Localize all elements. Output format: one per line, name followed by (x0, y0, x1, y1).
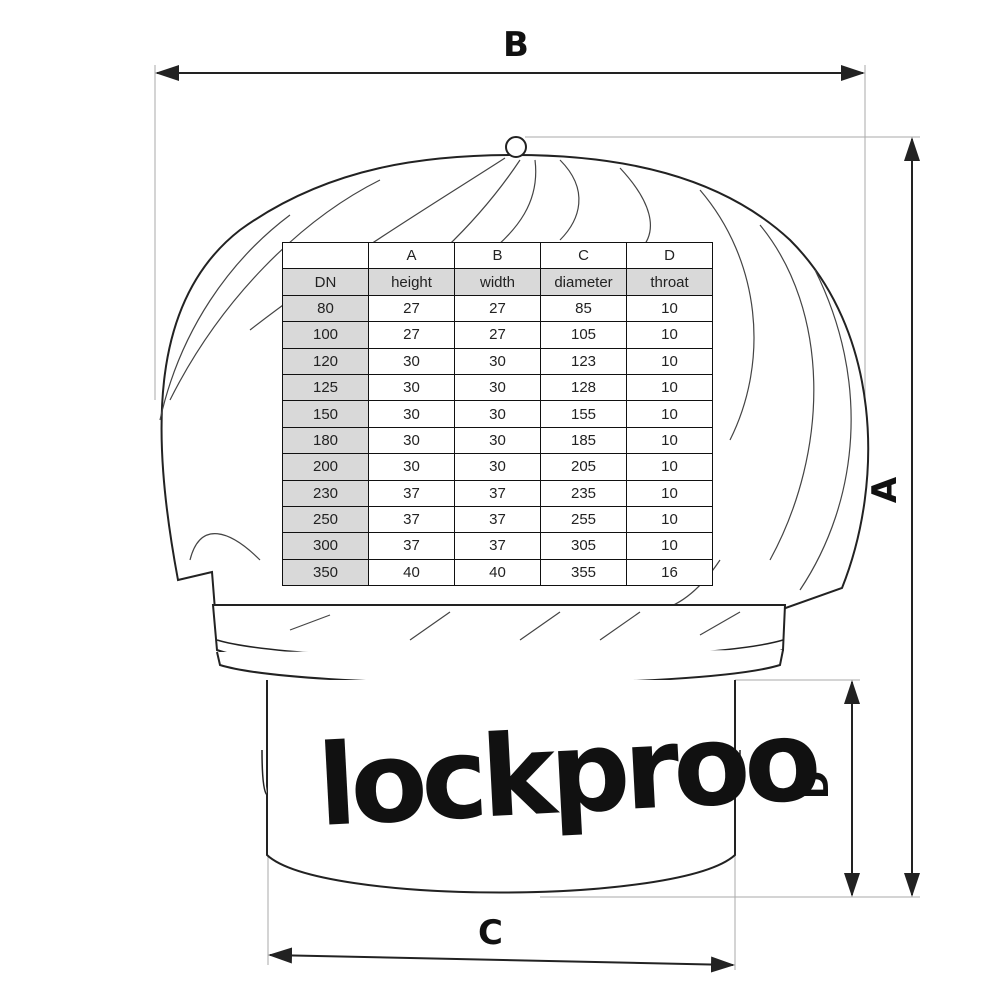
header-cell: D (626, 241, 713, 270)
value-cell: 30 (368, 347, 455, 375)
dn-cell: 350 (282, 558, 369, 587)
header-cell: height (368, 268, 455, 296)
dn-cell: 125 (282, 373, 369, 402)
value-cell: 37 (368, 479, 455, 507)
value-cell: 27 (368, 294, 455, 323)
value-cell: 30 (454, 426, 541, 455)
value-cell: 37 (454, 505, 541, 534)
value-cell: 305 (540, 532, 627, 560)
header-cell: B (454, 241, 541, 270)
dn-cell: 200 (282, 453, 369, 481)
value-cell: 30 (454, 453, 541, 481)
value-cell: 30 (368, 400, 455, 428)
dn-cell: 150 (282, 400, 369, 428)
header-cell: width (454, 268, 541, 296)
dn-cell: 180 (282, 426, 369, 455)
value-cell: 235 (540, 479, 627, 507)
value-cell: 10 (626, 505, 713, 534)
value-cell: 27 (368, 321, 455, 349)
table-header-letters: A B C D (282, 241, 713, 270)
dimension-c-arrow (268, 947, 735, 973)
turbine-collar (211, 604, 787, 685)
header-cell: diameter (540, 268, 627, 296)
header-cell: C (540, 241, 627, 270)
turbine-base-cylinder (261, 680, 741, 894)
value-cell: 37 (368, 505, 455, 534)
value-cell: 16 (626, 558, 713, 587)
value-cell: 27 (454, 294, 541, 323)
brand-logo: lockproo (314, 696, 819, 852)
dn-cell: 100 (282, 321, 369, 349)
value-cell: 10 (626, 532, 713, 560)
value-cell: 37 (454, 532, 541, 560)
value-cell: 10 (626, 426, 713, 455)
value-cell: 105 (540, 321, 627, 349)
value-cell: 123 (540, 347, 627, 375)
dimension-label-a: A (865, 476, 906, 504)
value-cell: 255 (540, 505, 627, 534)
value-cell: 30 (368, 453, 455, 481)
value-cell: 37 (368, 532, 455, 560)
value-cell: 85 (540, 294, 627, 323)
dimension-label-b: B (503, 25, 529, 65)
value-cell: 10 (626, 400, 713, 428)
table-header-names: DN height width diameter throat (282, 268, 713, 296)
dn-cell: 80 (282, 294, 369, 323)
value-cell: 10 (626, 347, 713, 375)
dn-cell: 250 (282, 505, 369, 534)
value-cell: 205 (540, 453, 627, 481)
value-cell: 40 (368, 558, 455, 587)
value-cell: 30 (454, 347, 541, 375)
value-cell: 10 (626, 453, 713, 481)
value-cell: 30 (368, 426, 455, 455)
value-cell: 30 (454, 400, 541, 428)
value-cell: 10 (626, 321, 713, 349)
dn-cell: 300 (282, 532, 369, 560)
dn-cell: 120 (282, 347, 369, 375)
value-cell: 128 (540, 373, 627, 402)
header-cell (282, 241, 369, 270)
value-cell: 10 (626, 479, 713, 507)
header-cell: throat (626, 268, 713, 296)
value-cell: 185 (540, 426, 627, 455)
value-cell: 10 (626, 373, 713, 402)
value-cell: 355 (540, 558, 627, 587)
value-cell: 40 (454, 558, 541, 587)
value-cell: 30 (454, 373, 541, 402)
dimensions-table: A B C D DN height width diameter throat … (282, 241, 713, 587)
dimension-label-c: C (478, 913, 503, 953)
dn-cell: 230 (282, 479, 369, 507)
header-cell: DN (282, 268, 369, 296)
value-cell: 30 (368, 373, 455, 402)
value-cell: 10 (626, 294, 713, 323)
value-cell: 155 (540, 400, 627, 428)
value-cell: 27 (454, 321, 541, 349)
header-cell: A (368, 241, 455, 270)
value-cell: 37 (454, 479, 541, 507)
